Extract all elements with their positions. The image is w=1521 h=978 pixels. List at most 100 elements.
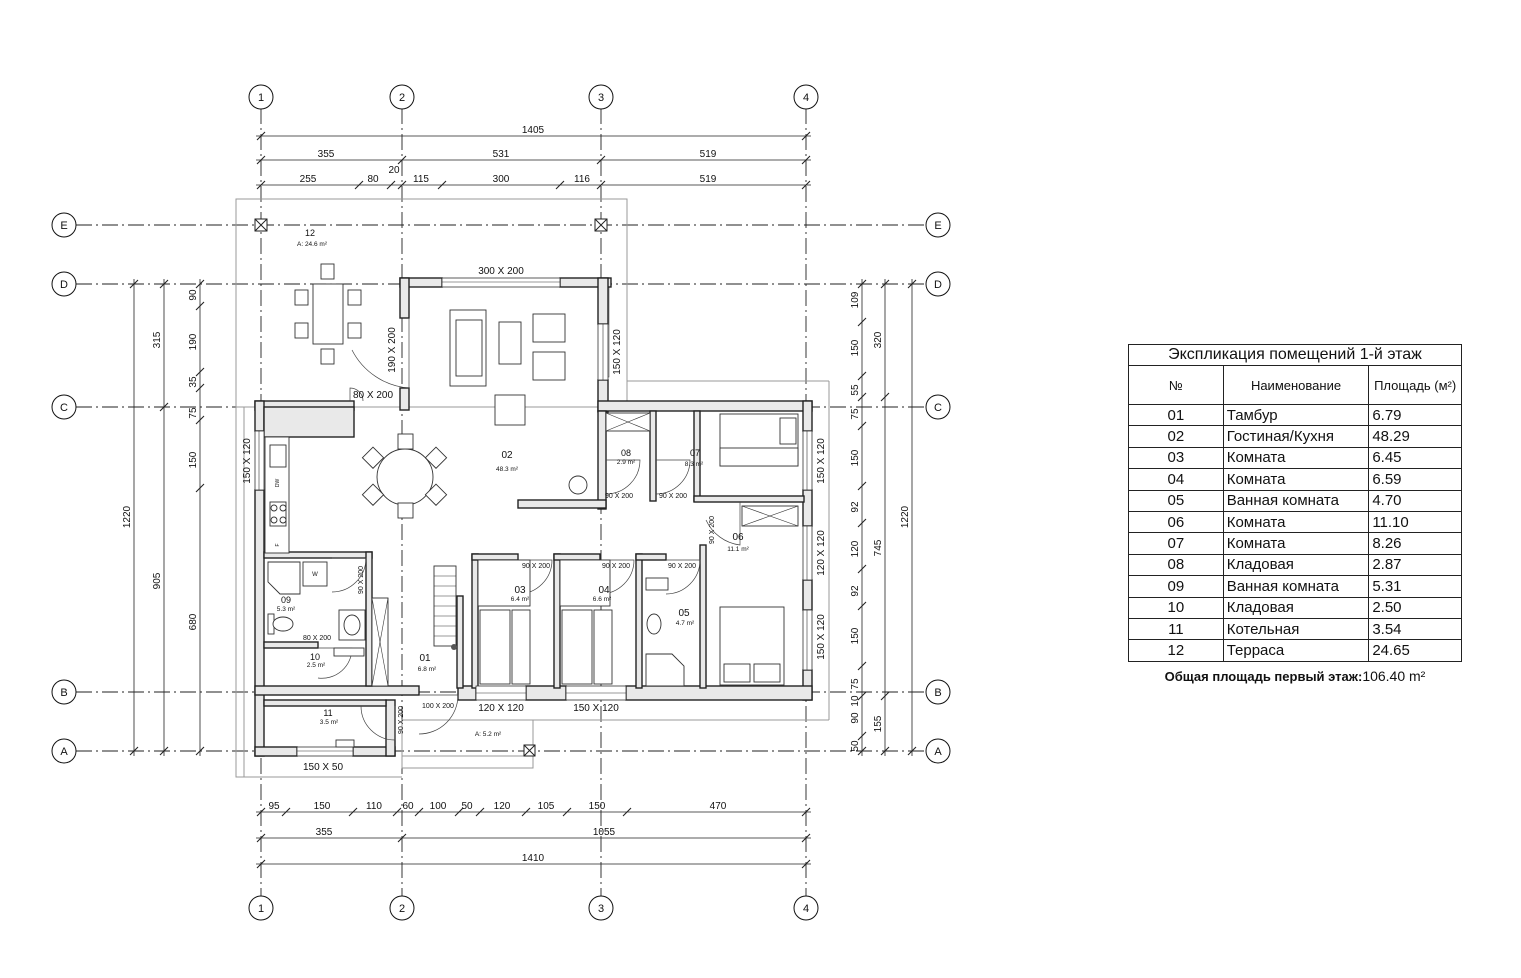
furniture: DW F W bbox=[264, 263, 799, 748]
cell-number: 09 bbox=[1128, 575, 1224, 598]
dimension-label: 35 bbox=[188, 376, 199, 388]
dimension-label: 155 bbox=[873, 715, 884, 732]
axis-label: E bbox=[60, 220, 67, 232]
fixture-label: W bbox=[312, 572, 318, 578]
opening-label: 90 X 200 bbox=[605, 493, 633, 500]
dimension-label: 745 bbox=[873, 539, 884, 556]
cell-area: 6.59 bbox=[1368, 468, 1462, 491]
opening-label: 150 X 50 bbox=[303, 762, 343, 773]
dimension-label: 80 bbox=[367, 174, 379, 185]
room-labels: 12 A: 24.6 m² 02 48.3 m² 08 2.9 m² 07 8.… bbox=[277, 228, 750, 738]
cell-number: 11 bbox=[1128, 617, 1224, 641]
dimension-label: 1405 bbox=[522, 125, 545, 136]
dimension-label: 110 bbox=[366, 801, 382, 812]
cell-name: Ванная комната bbox=[1222, 575, 1370, 598]
cell-number: 02 bbox=[1128, 425, 1224, 448]
total-area-label: Общая площадь первый этаж: bbox=[1164, 669, 1363, 684]
dimension-label: 150 bbox=[850, 339, 861, 356]
left-dimensions: 1220 315 905 90 190 35 75 150 680 bbox=[122, 279, 205, 756]
dimension-label: 355 bbox=[316, 827, 333, 838]
dimension-label: 1220 bbox=[122, 505, 133, 528]
axis-label: C bbox=[60, 402, 68, 414]
grid-axes bbox=[76, 108, 926, 898]
cell-name: Терраса bbox=[1222, 639, 1370, 662]
column-header-number: № bbox=[1128, 365, 1224, 405]
axis-label: E bbox=[934, 220, 941, 232]
room-number: 09 bbox=[281, 595, 291, 605]
cell-area: 6.45 bbox=[1368, 446, 1462, 470]
cell-number: 10 bbox=[1128, 596, 1224, 619]
room-explication-table: Экспликация помещений 1-й этаж № Наимено… bbox=[1128, 344, 1462, 662]
opening-label: 150 X 120 bbox=[242, 438, 253, 484]
room-area: 2.5 m² bbox=[307, 662, 326, 669]
fixture-label: F bbox=[275, 543, 281, 546]
opening-label: 100 X 200 bbox=[422, 703, 454, 710]
fixture-label: DW bbox=[275, 479, 281, 488]
opening-label: 120 X 120 bbox=[816, 530, 827, 576]
cell-area: 48.29 bbox=[1368, 425, 1462, 448]
dimension-label: 55 bbox=[850, 384, 861, 396]
cell-area: 6.79 bbox=[1368, 403, 1462, 427]
room-area: 4.7 m² bbox=[676, 620, 695, 627]
room-number: 03 bbox=[514, 585, 526, 596]
cell-name: Комната bbox=[1222, 468, 1370, 491]
opening-label: 90 X 200 bbox=[522, 563, 550, 570]
dimension-label: 1055 bbox=[593, 827, 616, 838]
opening-label: 90 X 200 bbox=[602, 563, 630, 570]
cell-name: Котельная bbox=[1222, 617, 1370, 641]
cell-area: 11.10 bbox=[1368, 510, 1462, 534]
dimension-label: 100 bbox=[430, 801, 447, 812]
opening-label: 90 X 200 bbox=[668, 563, 696, 570]
top-dimensions: 1405 355 531 519 255 80 20 115 300 116 5… bbox=[256, 125, 811, 190]
axis-label: 3 bbox=[598, 92, 604, 104]
dimension-label: 50 bbox=[850, 740, 861, 752]
dimension-label: 75 bbox=[850, 678, 861, 690]
total-area-value: 106.40 m² bbox=[1362, 668, 1426, 684]
cell-area: 3.54 bbox=[1368, 617, 1462, 641]
opening-label: 150 X 120 bbox=[573, 703, 619, 714]
room-area: A: 24.6 m² bbox=[297, 241, 328, 248]
cell-name: Комната bbox=[1222, 446, 1370, 470]
dimension-label: 320 bbox=[873, 331, 884, 348]
dimension-label: 50 bbox=[461, 801, 473, 812]
dimension-label: 92 bbox=[850, 501, 861, 513]
cell-number: 01 bbox=[1128, 403, 1224, 427]
dimension-label: 255 bbox=[300, 174, 317, 185]
dimension-label: 905 bbox=[152, 572, 163, 589]
bottom-dimensions: 95 150 110 60 100 50 120 105 150 470 355… bbox=[256, 801, 811, 869]
cell-number: 05 bbox=[1128, 489, 1224, 512]
dimension-label: 150 bbox=[850, 449, 861, 466]
room-number: 06 bbox=[732, 532, 744, 543]
cell-number: 04 bbox=[1128, 468, 1224, 491]
dimension-label: 92 bbox=[850, 585, 861, 597]
table-title: Экспликация помещений 1-й этаж bbox=[1128, 344, 1462, 366]
cell-number: 08 bbox=[1128, 553, 1224, 577]
dimension-label: 300 bbox=[493, 174, 510, 185]
dimension-label: 109 bbox=[850, 291, 861, 308]
room-area: 6.6 m² bbox=[593, 596, 612, 603]
dimension-label: 105 bbox=[538, 801, 555, 812]
cell-name: Комната bbox=[1222, 532, 1370, 555]
room-area: 3.5 m² bbox=[320, 719, 339, 726]
room-area: 5.3 m² bbox=[277, 606, 296, 613]
cell-number: 03 bbox=[1128, 446, 1224, 470]
opening-label: 150 X 120 bbox=[816, 614, 827, 660]
room-number: 10 bbox=[310, 652, 320, 662]
dimension-label: 120 bbox=[850, 540, 861, 557]
cell-area: 4.70 bbox=[1368, 489, 1462, 512]
axis-label: 2 bbox=[399, 903, 405, 915]
right-dimensions: 109 150 55 75 150 92 120 92 150 75 10 90… bbox=[850, 279, 917, 756]
cell-name: Кладовая bbox=[1222, 553, 1370, 577]
